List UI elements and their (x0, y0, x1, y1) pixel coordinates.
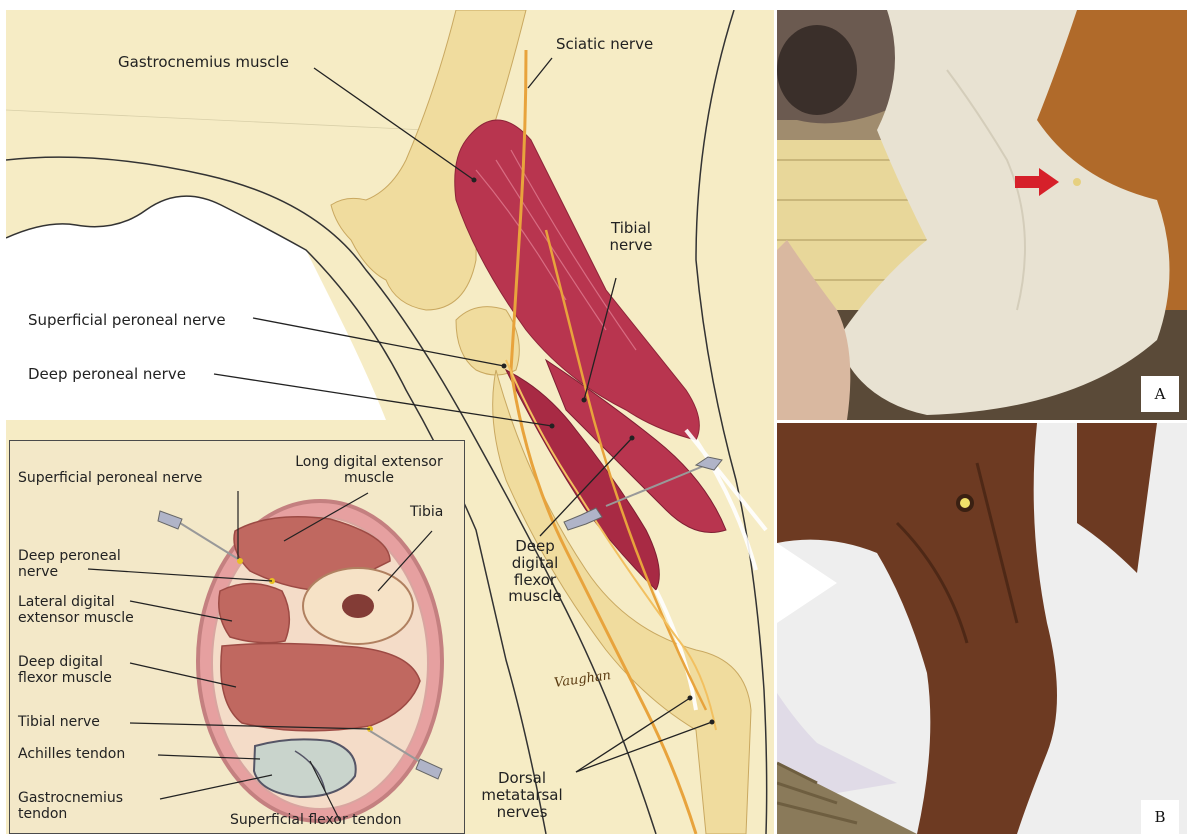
label-superficial-peroneal-nerve: Superficial peroneal nerve (28, 312, 226, 329)
photo-b-scene (777, 423, 1187, 834)
label-dorsal-metatarsal-nerves: Dorsal metatarsal nerves (472, 770, 572, 820)
inset-label-deep-peroneal-nerve: Deep peroneal nerve (18, 549, 138, 580)
inset-label-tibial-nerve: Tibial nerve (18, 715, 100, 731)
label-deep-digital-flexor-muscle: Deep digital flexor muscle (500, 538, 570, 605)
photo-a-scene (777, 10, 1187, 420)
cross-section-art (10, 441, 465, 834)
photo-b: B (777, 423, 1187, 834)
photo-b-label: B (1141, 800, 1179, 834)
label-sciatic-nerve: Sciatic nerve (556, 36, 653, 53)
rump-region (6, 196, 386, 420)
lateral-digital-extensor-area (219, 584, 290, 643)
inset-label-long-digital-extensor-muscle: Long digital extensor muscle (294, 455, 444, 486)
label-deep-peroneal-nerve: Deep peroneal nerve (28, 366, 186, 383)
inset-label-achilles-tendon: Achilles tendon (18, 747, 125, 763)
injection-site-a (1073, 178, 1081, 186)
photo-a-label: A (1141, 376, 1179, 412)
inset-label-tibia: Tibia (410, 505, 443, 521)
cross-section-inset: Superficial peroneal nerve Long digital … (9, 440, 465, 834)
inset-label-deep-digital-flexor-muscle: Deep digital flexor muscle (18, 655, 138, 686)
inset-label-superficial-peroneal-nerve: Superficial peroneal nerve (18, 471, 202, 487)
label-tibial-nerve: Tibial nerve (606, 220, 656, 254)
anatomical-illustration: Gastrocnemius muscle Sciatic nerve Tibia… (6, 10, 774, 834)
injection-site-b (960, 498, 970, 508)
label-gastrocnemius-muscle: Gastrocnemius muscle (118, 54, 289, 71)
inset-label-lateral-digital-extensor-muscle: Lateral digital extensor muscle (18, 595, 168, 626)
inset-label-gastrocnemius-tendon: Gastrocnemius tendon (18, 791, 138, 822)
photo-a: A (777, 10, 1187, 420)
inset-label-superficial-flexor-tendon: Superficial flexor tendon (230, 813, 401, 829)
achilles-tendon-area (254, 739, 356, 797)
